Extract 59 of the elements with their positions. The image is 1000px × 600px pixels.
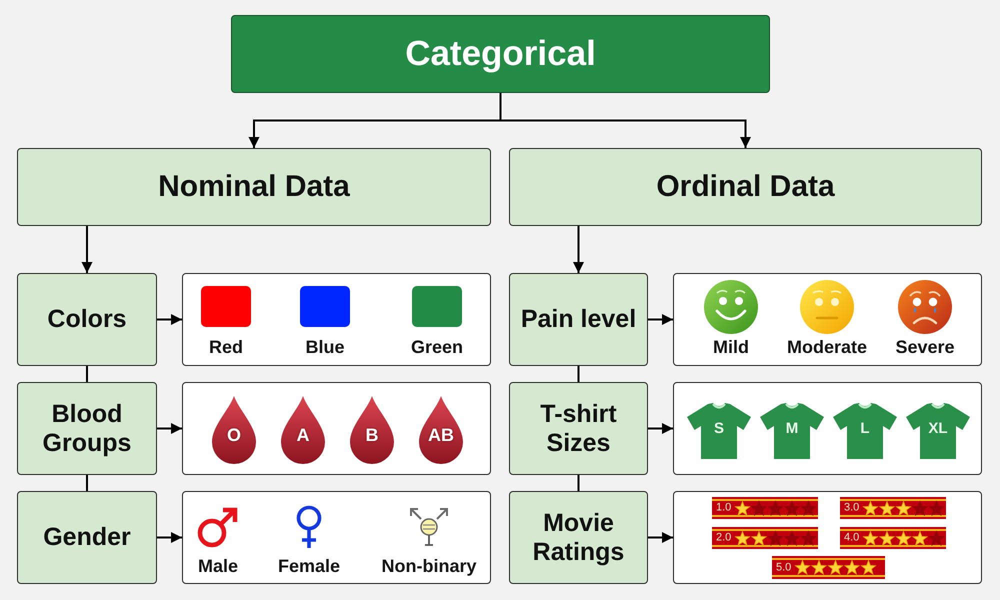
rating-value: 3.0 bbox=[844, 502, 860, 514]
examples-panel bbox=[182, 273, 491, 366]
subcategory-box bbox=[17, 382, 157, 475]
subcategory-box bbox=[509, 491, 648, 584]
blood-type-letter: A bbox=[296, 426, 310, 446]
arrow bbox=[648, 314, 673, 325]
category-title: Nominal Data bbox=[158, 170, 350, 204]
arrow bbox=[157, 314, 182, 325]
category-box bbox=[509, 148, 982, 226]
category-title: Ordinal Data bbox=[656, 170, 835, 204]
color-name: Red bbox=[209, 338, 243, 358]
subcategory-box bbox=[509, 273, 648, 366]
size-letter: XL bbox=[928, 420, 948, 438]
subcategory-box bbox=[509, 382, 648, 475]
rating-value: 5.0 bbox=[776, 562, 792, 573]
examples-panel bbox=[182, 491, 491, 584]
blood-type-letter: O bbox=[227, 426, 241, 446]
examples-panel bbox=[673, 382, 982, 475]
arrow bbox=[82, 226, 92, 273]
pain-level-name: Mild bbox=[713, 338, 749, 358]
header-box bbox=[231, 15, 770, 93]
examples-panel bbox=[673, 491, 982, 584]
subcategory-label: Colors bbox=[47, 305, 127, 334]
size-letter: L bbox=[860, 420, 870, 438]
subcategory-label: Gender bbox=[43, 523, 131, 552]
gender-name: Female bbox=[278, 557, 340, 577]
pain-level-name: Moderate bbox=[787, 338, 867, 358]
connector-line bbox=[578, 366, 580, 382]
connector-line bbox=[86, 366, 88, 382]
subcategory-label: Movie Ratings bbox=[532, 508, 626, 566]
gender-name: Non-binary bbox=[382, 557, 476, 577]
arrow bbox=[648, 423, 673, 434]
color-name: Blue bbox=[306, 338, 344, 358]
rating-value: 4.0 bbox=[844, 532, 860, 544]
pain-level-name: Severe bbox=[895, 338, 955, 358]
blood-type-letter: AB bbox=[428, 426, 454, 446]
color-name: Green bbox=[410, 338, 464, 358]
connector-line bbox=[578, 475, 580, 491]
category-box bbox=[17, 148, 491, 226]
connector-line bbox=[86, 475, 88, 491]
subcategory-box bbox=[17, 491, 157, 584]
arrow bbox=[157, 532, 182, 543]
blood-type-letter: B bbox=[366, 426, 378, 446]
arrow bbox=[500, 93, 751, 148]
header-title: Categorical bbox=[405, 34, 596, 74]
subcategory-label: Blood Groups bbox=[42, 400, 132, 458]
arrow bbox=[648, 532, 673, 543]
examples-panel bbox=[673, 273, 982, 366]
subcategory-label: Pain level bbox=[520, 305, 636, 334]
rating-value: 1.0 bbox=[716, 502, 732, 514]
subcategory-box bbox=[17, 273, 157, 366]
arrow bbox=[157, 423, 182, 434]
subcategory-label: T-shirt Sizes bbox=[539, 400, 618, 458]
size-letter: S bbox=[714, 420, 724, 438]
gender-name: Male bbox=[198, 557, 238, 577]
size-letter: M bbox=[786, 420, 798, 438]
arrow bbox=[573, 226, 584, 273]
examples-panel bbox=[182, 382, 491, 475]
rating-value: 2.0 bbox=[716, 532, 732, 544]
